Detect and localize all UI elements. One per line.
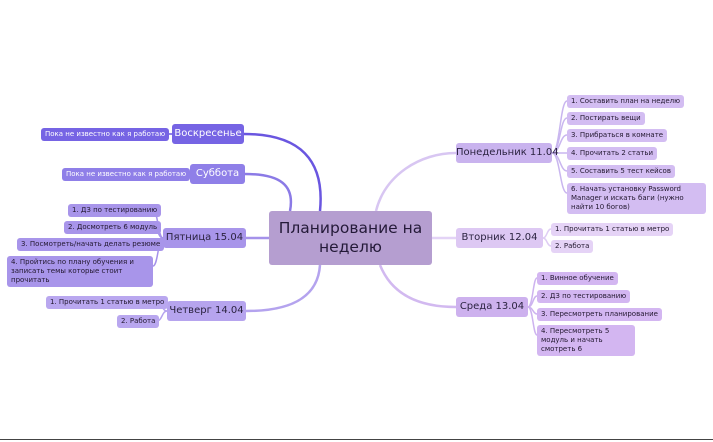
wednesday-item-2[interactable]: 2. ДЗ по тестированию: [537, 290, 631, 303]
friday-item-1[interactable]: 1. ДЗ по тестированию: [68, 204, 162, 217]
topic-saturday[interactable]: Суббота: [190, 164, 245, 184]
monday-item-6[interactable]: 6. Начать установку Password Manager и и…: [567, 183, 706, 214]
monday-item-1[interactable]: 1. Составить план на неделю: [567, 95, 685, 108]
wednesday-item-4[interactable]: 4. Пересмотреть 5 модуль и начать смотре…: [537, 325, 635, 356]
topic-sunday[interactable]: Воскресенье: [172, 124, 244, 144]
monday-item-3[interactable]: 3. Прибраться в комнате: [567, 129, 668, 142]
wednesday-item-3[interactable]: 3. Пересмотреть планирование: [537, 308, 662, 321]
saturday-item-1[interactable]: Пока не известно как я работаю: [62, 168, 191, 181]
thursday-item-2[interactable]: 2. Работа: [117, 315, 160, 328]
root-topic[interactable]: Планирование на неделю: [269, 211, 432, 265]
link-tuesday-leaf-1: [542, 228, 552, 239]
thursday-item-1[interactable]: 1. Прочитать 1 статью в метро: [46, 296, 169, 309]
link-root-sunday: [243, 132, 322, 212]
tuesday-item-2[interactable]: 2. Работа: [551, 240, 594, 253]
friday-item-4[interactable]: 4. Пройтись по плану обучения и записать…: [7, 256, 153, 287]
sunday-item-1[interactable]: Пока не известно как я работаю: [41, 128, 170, 141]
link-root-wednesday: [378, 264, 457, 309]
friday-item-3[interactable]: 3. Посмотреть/начать делать резюме: [17, 238, 165, 251]
monday-item-5[interactable]: 5. Составить 5 тест кейсов: [567, 165, 675, 178]
topic-tuesday[interactable]: Вторник 12.04: [456, 228, 543, 248]
friday-item-2[interactable]: 2. Досмотреть 6 модуль: [64, 221, 162, 234]
bottom-divider: [0, 439, 713, 440]
wednesday-item-1[interactable]: 1. Винное обучение: [537, 272, 618, 285]
link-root-saturday: [244, 172, 293, 212]
link-monday-leaf-6: [551, 152, 568, 194]
link-wednesday-leaf-4: [527, 306, 538, 336]
link-root-thursday: [245, 264, 322, 313]
tuesday-item-1[interactable]: 1. Прочитать 1 статью в метро: [551, 223, 674, 236]
topic-thursday[interactable]: Четверг 14.04: [167, 301, 246, 321]
link-root-monday: [374, 151, 457, 212]
monday-item-2[interactable]: 2. Постирать вещи: [567, 112, 645, 125]
topic-wednesday[interactable]: Среда 13.04: [456, 297, 528, 317]
topic-friday[interactable]: Пятница 15.04: [163, 228, 246, 248]
topic-monday[interactable]: Понедельник 11.04: [456, 143, 559, 163]
monday-item-4[interactable]: 4. Прочитать 2 статьи: [567, 147, 658, 160]
link-tuesday-leaf-2: [542, 237, 552, 247]
